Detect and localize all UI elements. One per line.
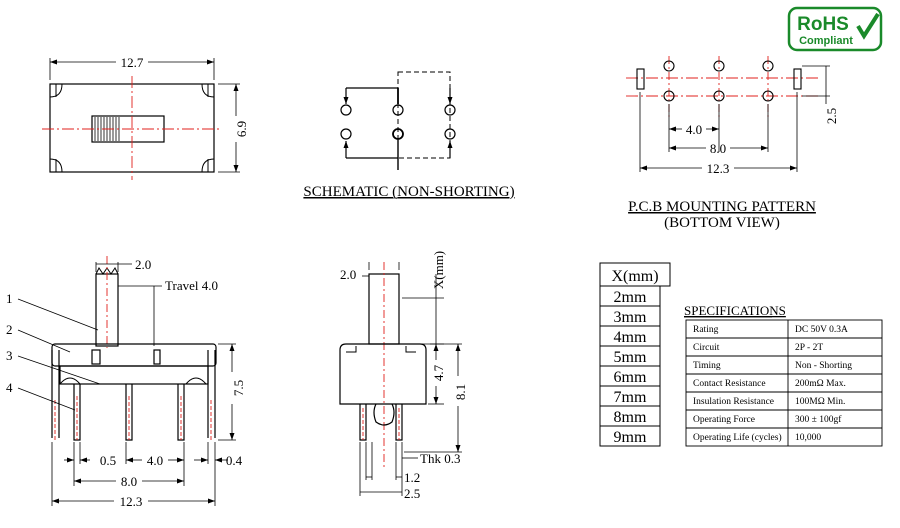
front-height-dim: 7.5	[231, 380, 246, 396]
part-label-2: 2	[6, 322, 13, 337]
pcb-caption-2: (BOTTOM VIEW)	[664, 215, 780, 231]
spec-value: DC 50V 0.3A	[795, 325, 848, 335]
spec-key: Operating Force	[693, 415, 755, 425]
spec-key: Circuit	[693, 343, 720, 353]
front-actuator-dim: 2.0	[135, 257, 151, 272]
x-table-row: 7mm	[614, 389, 647, 406]
pcb-total-dim: 12.3	[707, 161, 730, 176]
pcb-caption-1: P.C.B MOUNTING PATTERN	[628, 199, 816, 215]
x-table-row: 6mm	[614, 369, 647, 386]
rohs-compliant-text: Compliant	[799, 35, 853, 47]
spec-value: 2P - 2T	[795, 343, 823, 353]
x-table-row: 8mm	[614, 409, 647, 426]
side-pin-dim: 1.2	[404, 470, 420, 485]
schematic-diagram	[340, 71, 456, 170]
spec-key: Timing	[693, 361, 721, 371]
spec-key: Rating	[693, 325, 719, 335]
side-view	[339, 262, 462, 496]
side-total-dim: 8.1	[453, 384, 468, 400]
part-label-3: 3	[6, 348, 13, 363]
front-tab-dim: 0.4	[226, 453, 243, 468]
spec-key: Operating Life (cycles)	[693, 432, 782, 443]
x-table-header: X(mm)	[611, 268, 658, 285]
spec-key: Contact Resistance	[693, 379, 766, 389]
top-view-width-dim: 12.7	[121, 55, 144, 70]
spec-key: Insulation Resistance	[693, 397, 774, 407]
specs-table	[685, 319, 883, 447]
side-x-dim: X(mm)	[431, 251, 446, 289]
x-table	[599, 262, 671, 447]
x-table-row: 2mm	[614, 289, 647, 306]
x-table-row: 3mm	[614, 309, 647, 326]
top-view-height-dim: 6.9	[234, 121, 249, 137]
front-pitch-dim: 4.0	[147, 453, 163, 468]
part-label-4: 4	[6, 380, 13, 395]
side-thk-dim: Thk 0.3	[420, 451, 460, 466]
x-table-row: 4mm	[614, 329, 647, 346]
x-table-row: 5mm	[614, 349, 647, 366]
spec-value: Non - Shorting	[795, 361, 852, 371]
top-view	[42, 58, 240, 180]
specs-title: SPECIFICATIONS	[684, 303, 786, 318]
schematic-caption: SCHEMATIC (NON-SHORTING)	[303, 184, 514, 200]
rohs-text: RoHS	[797, 14, 849, 35]
spec-value: 10,000	[795, 433, 821, 443]
front-span-dim: 8.0	[121, 474, 137, 489]
rohs-badge: RoHS Compliant	[787, 6, 883, 52]
x-table-row: 9mm	[614, 429, 647, 446]
front-view	[17, 256, 236, 506]
side-width-dim: 2.5	[404, 486, 420, 501]
front-travel-dim: Travel 4.0	[165, 278, 218, 293]
spec-value: 100MΩ Min.	[795, 397, 845, 407]
side-actuator-dim: 2.0	[340, 267, 356, 282]
pcb-row-dim: 2.5	[824, 108, 839, 124]
pcb-span-dim: 8.0	[710, 141, 726, 156]
part-label-1: 1	[6, 291, 13, 306]
spec-value: 300 ± 100gf	[795, 414, 842, 425]
spec-value: 200mΩ Max.	[795, 379, 846, 389]
front-lead-dim: 0.5	[100, 453, 116, 468]
rohs-check-icon	[856, 12, 880, 40]
front-total-dim: 12.3	[120, 494, 143, 509]
pcb-mounting-pattern	[626, 56, 830, 172]
pcb-pitch-dim: 4.0	[686, 122, 702, 137]
side-body-dim: 4.7	[431, 364, 446, 381]
